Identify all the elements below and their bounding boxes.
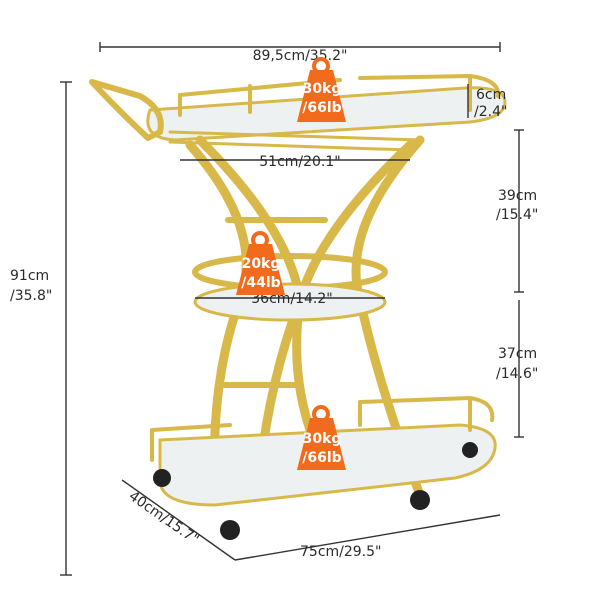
middle-to-bottom-in-label: /14.6" xyxy=(496,366,538,382)
svg-text:20kg: 20kg xyxy=(242,256,281,272)
wheel-back-left xyxy=(153,469,171,487)
base-width-line xyxy=(234,514,501,561)
top-to-middle-cm-label: 39cm xyxy=(498,188,537,204)
cart-handle xyxy=(89,79,164,141)
middle-to-bottom-cm-label: 37cm xyxy=(498,346,537,362)
total-height-cm-label: 91cm xyxy=(10,268,49,284)
top-rack xyxy=(168,130,422,152)
depth-line xyxy=(121,479,236,561)
wheel-front-left xyxy=(220,520,240,540)
weight-badge-top: 30kg /66lb xyxy=(297,57,346,122)
weight-badge-middle: 20kg /44lb xyxy=(236,231,285,295)
wheel-back-right xyxy=(462,442,478,458)
svg-text:/66lb: /66lb xyxy=(302,100,341,116)
svg-text:30kg: 30kg xyxy=(303,431,342,447)
total-height-in-label: /35.8" xyxy=(10,288,52,304)
bottom-tray-rail xyxy=(150,396,495,462)
wheel-front-right xyxy=(410,490,430,510)
dimension-lines xyxy=(60,42,524,576)
svg-text:/44lb: /44lb xyxy=(241,275,280,291)
base-width-label: 75cm/29.5" xyxy=(300,544,381,560)
cross-brace xyxy=(222,217,328,388)
weight-icon xyxy=(297,418,346,470)
top-inner-width-label: 51cm/20.1" xyxy=(259,154,340,170)
weight-badge-bottom: 30kg /66lb xyxy=(297,405,346,470)
top-tray-rail xyxy=(178,74,501,117)
cart-frame xyxy=(89,74,507,540)
svg-text:/66lb: /66lb xyxy=(302,450,341,466)
weight-icon xyxy=(236,244,285,295)
top-to-middle-in-label: /15.4" xyxy=(496,207,538,223)
svg-text:30kg: 30kg xyxy=(303,81,342,97)
weight-icon xyxy=(297,70,346,122)
width-label: 89,5cm/35.2" xyxy=(253,48,348,64)
handle-height-label: 6cm xyxy=(476,87,506,103)
handle-height-in-label: /2.4" xyxy=(474,104,507,120)
